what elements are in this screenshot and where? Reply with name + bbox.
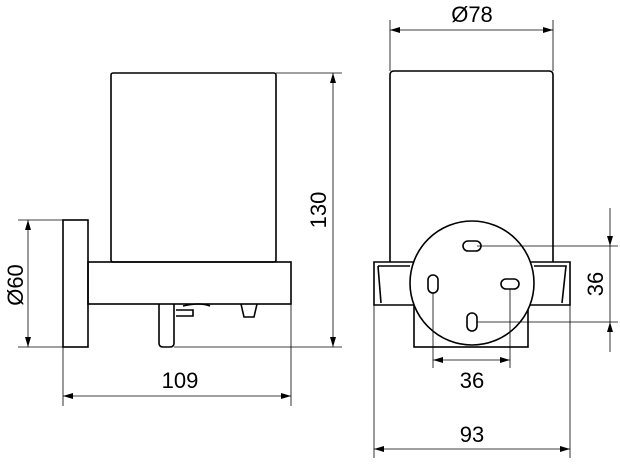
- depth-dimension: 109: [162, 368, 199, 393]
- wall-plate: [62, 219, 89, 348]
- wall-plate-front: [409, 220, 535, 346]
- glass-side: [110, 72, 277, 263]
- width-dimension: 93: [460, 422, 484, 447]
- stop-pin: [240, 303, 258, 318]
- hole-vertical-spacing-dimension: 36: [583, 272, 608, 296]
- side-view: 130 Ø60 109: [3, 72, 342, 406]
- hole-horizontal-spacing-dimension: 36: [460, 368, 484, 393]
- front-view: Ø78 36 36 93: [373, 2, 618, 458]
- glass-front: [389, 70, 554, 262]
- holder-arm: [87, 261, 292, 305]
- set-screw: [158, 304, 175, 348]
- height-dimension: 130: [306, 192, 331, 229]
- wall-plate-diameter-dimension: Ø60: [3, 264, 28, 306]
- glass-diameter-dimension: Ø78: [451, 2, 493, 27]
- clip: [176, 303, 211, 317]
